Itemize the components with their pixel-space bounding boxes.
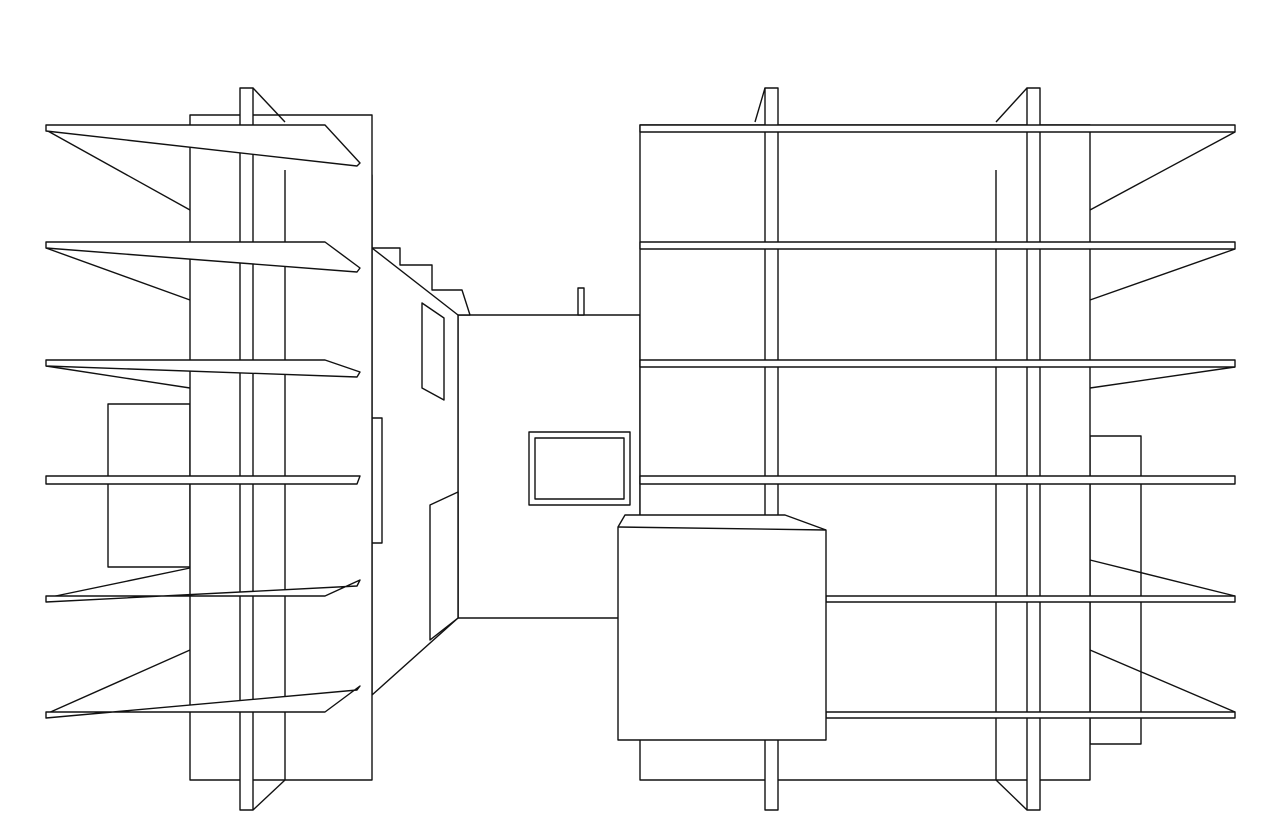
right-post-2	[1026, 87, 1041, 811]
left-shelf-3	[45, 359, 361, 378]
left-shelf-2	[45, 241, 361, 273]
left-shelf-5	[45, 579, 361, 603]
right-shelf-2	[639, 241, 1236, 250]
left-shelf-1	[45, 124, 361, 167]
right-shelf-1	[639, 124, 1236, 133]
right-shelf-3	[639, 359, 1236, 368]
left-wall-window	[421, 302, 445, 401]
left-post	[239, 87, 254, 811]
left-frame	[189, 114, 373, 781]
center-window	[528, 431, 631, 506]
right-shelf-5	[825, 595, 1236, 603]
left-shelf-6	[45, 685, 361, 719]
foreground-box	[617, 514, 827, 741]
left-shelf-unit	[45, 87, 373, 811]
left-shelf-4	[45, 475, 361, 485]
right-shelf-6	[825, 711, 1236, 719]
center-back-wall	[457, 287, 641, 619]
right-shelf-4	[639, 475, 1236, 485]
left-back-panel	[107, 403, 191, 568]
left-side-wall	[371, 174, 471, 696]
right-back-panel	[1089, 435, 1142, 745]
